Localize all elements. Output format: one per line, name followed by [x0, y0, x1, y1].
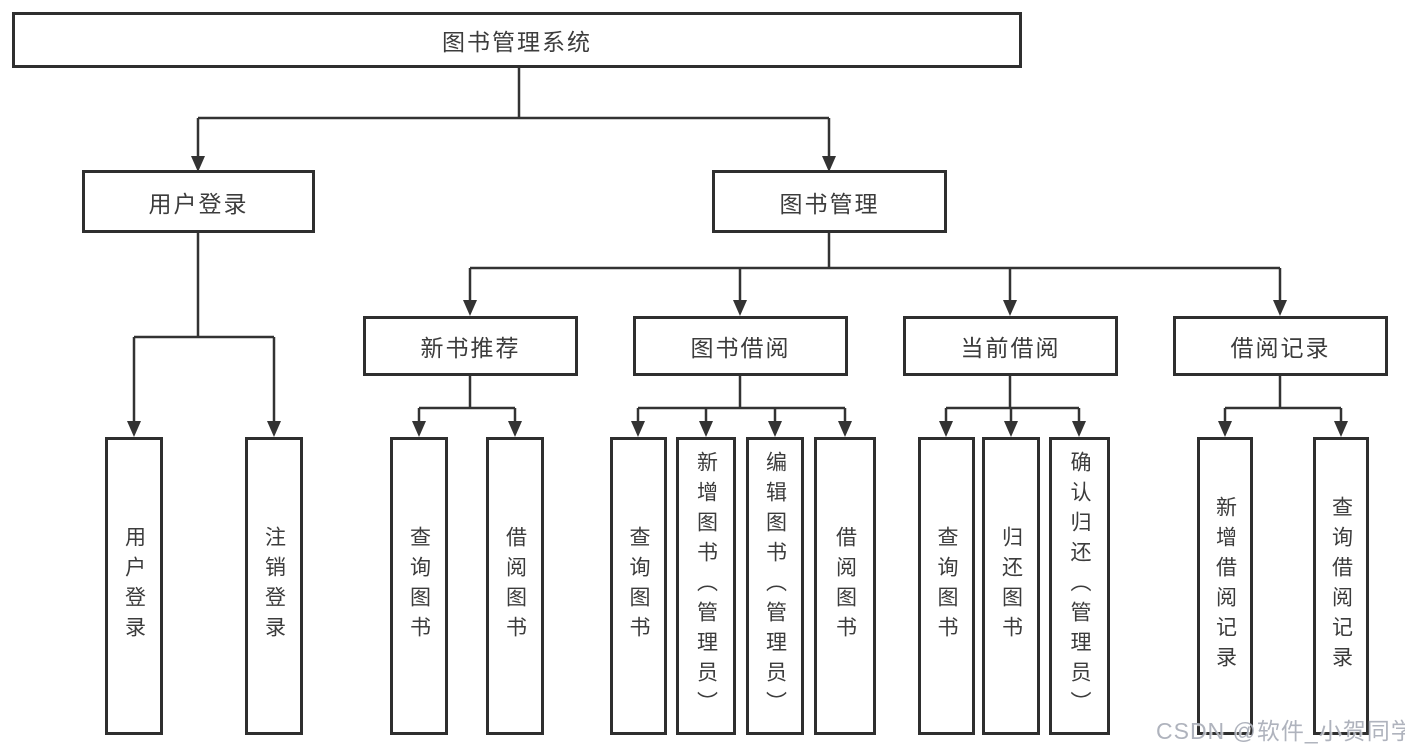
- node-book-borrow: 图书借阅: [633, 316, 848, 376]
- leaf-user-login: 用户登录: [105, 437, 163, 735]
- node-user-login-group: 用户登录: [82, 170, 315, 233]
- leaf-records-add-record: 新增借阅记录: [1197, 437, 1253, 735]
- leaf-current-return-books: 归还图书: [982, 437, 1040, 735]
- leaf-recommend-query-books-label: 查询图书: [407, 526, 431, 646]
- leaf-records-query-record-label: 查询借阅记录: [1329, 496, 1353, 676]
- leaf-current-return-books-label: 归还图书: [999, 526, 1023, 646]
- leaf-borrow-edit-books-admin: 编辑图书（管理员）: [746, 437, 804, 735]
- leaf-recommend-query-books: 查询图书: [390, 437, 448, 735]
- leaf-logout-label: 注销登录: [262, 526, 286, 646]
- leaf-borrow-query-books: 查询图书: [610, 437, 667, 735]
- leaf-current-query-books: 查询图书: [918, 437, 975, 735]
- leaf-borrow-edit-books-admin-label: 编辑图书（管理员）: [763, 451, 787, 721]
- node-library-management-system: 图书管理系统: [12, 12, 1022, 68]
- leaf-borrow-add-books-admin-label: 新增图书（管理员）: [694, 451, 718, 721]
- leaf-borrow-borrow-books: 借阅图书: [814, 437, 876, 735]
- leaf-current-query-books-label: 查询图书: [935, 526, 958, 646]
- node-borrow-records: 借阅记录: [1173, 316, 1388, 376]
- leaf-borrow-query-books-label: 查询图书: [627, 526, 650, 646]
- leaf-recommend-borrow-books: 借阅图书: [486, 437, 544, 735]
- leaf-logout: 注销登录: [245, 437, 303, 735]
- leaf-records-add-record-label: 新增借阅记录: [1213, 496, 1237, 676]
- node-book-management-group: 图书管理: [712, 170, 947, 233]
- leaf-user-login-label: 用户登录: [122, 526, 146, 646]
- node-new-book-recommend: 新书推荐: [363, 316, 578, 376]
- csdn-watermark: CSDN @软件_小贺同学: [1156, 718, 1405, 744]
- leaf-borrow-add-books-admin: 新增图书（管理员）: [676, 437, 736, 735]
- node-current-borrow: 当前借阅: [903, 316, 1118, 376]
- leaf-borrow-borrow-books-label: 借阅图书: [833, 526, 857, 646]
- leaf-records-query-record: 查询借阅记录: [1313, 437, 1369, 735]
- leaf-current-confirm-return-admin: 确认归还（管理员）: [1049, 437, 1110, 735]
- leaf-recommend-borrow-books-label: 借阅图书: [503, 526, 527, 646]
- leaf-current-confirm-return-admin-label: 确认归还（管理员）: [1068, 451, 1091, 721]
